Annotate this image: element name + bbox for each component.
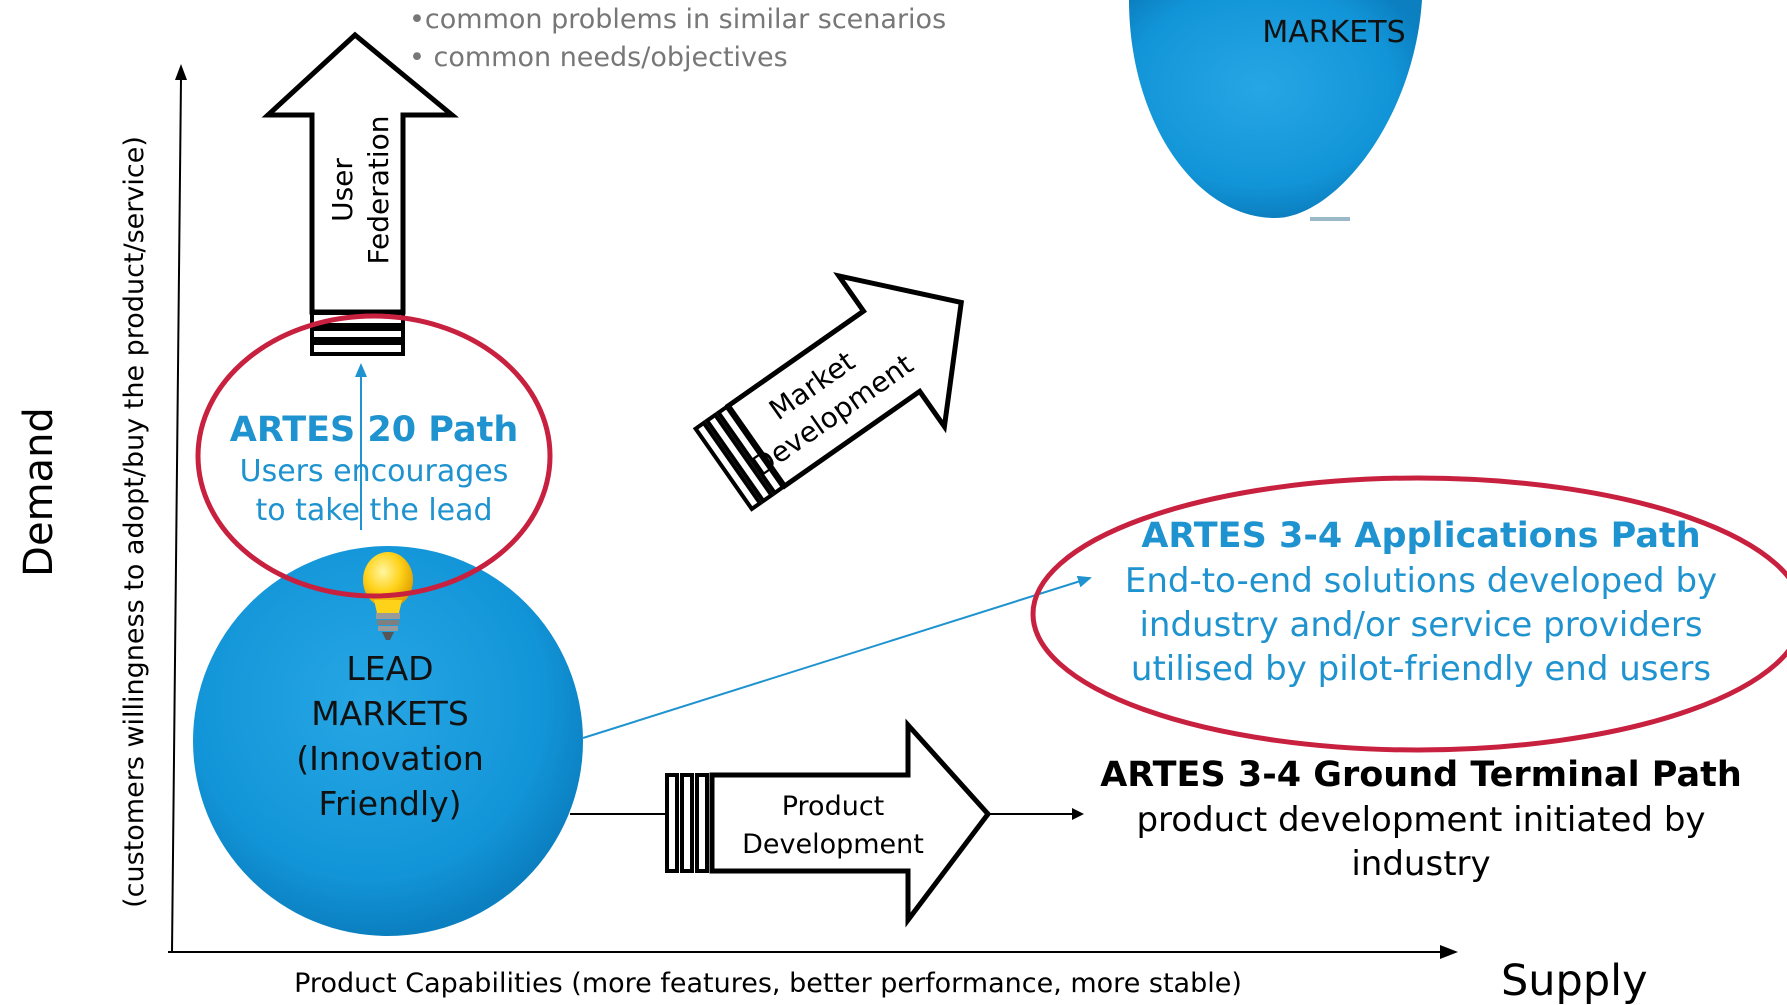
lead-markets-circle: LEAD MARKETS (Innovation Friendly)	[193, 546, 583, 936]
product-development-arrow: Product Development	[665, 718, 992, 928]
applications-line-2: industry and/or service providers	[1139, 605, 1702, 645]
applications-line-1: End-to-end solutions developed by	[1125, 561, 1717, 601]
note-line-2: • common needs/objectives	[409, 42, 788, 73]
artes20-line-2: to take the lead	[255, 493, 492, 528]
y-axis-line	[171, 77, 182, 953]
x-axis-subtitle: Product Capabilities (more features, bet…	[294, 968, 1242, 999]
artes20-line-1: Users encourages	[240, 454, 509, 489]
ground-terminal-title: ARTES 3-4 Ground Terminal Path	[1100, 755, 1742, 795]
artes20-title: ARTES 20 Path	[230, 410, 519, 450]
artes20-highlight-ellipse	[195, 313, 553, 599]
applications-line-3: utilised by pilot-friendly end users	[1131, 649, 1711, 689]
applications-highlight-ellipse	[1030, 475, 1787, 753]
y-axis-subtitle: (customers willingness to adopt/buy the …	[119, 136, 150, 908]
note-line-1: •common problems in similar scenarios	[409, 4, 946, 35]
user-federation-arrow: User Federation	[261, 31, 459, 356]
mature-markets-circle: MARKETS	[1129, 0, 1422, 221]
y-axis-arrowhead	[175, 64, 187, 80]
x-axis-title: Supply	[1501, 956, 1648, 1005]
applications-title: ARTES 3-4 Applications Path	[1141, 516, 1700, 556]
axes	[168, 64, 1458, 959]
ground-terminal-line-1: product development initiated by	[1136, 800, 1705, 840]
lead-markets-label-3: (Innovation	[296, 739, 484, 778]
lead-markets-label-2: MARKETS	[311, 694, 469, 733]
lead-markets-label-4: Friendly)	[318, 784, 461, 823]
product-development-label-1: Product	[782, 791, 885, 822]
mature-markets-label: MARKETS	[1262, 15, 1405, 50]
lead-markets-label-1: LEAD	[346, 649, 433, 688]
y-axis-title: Demand	[16, 407, 62, 577]
applications-path-connector	[582, 575, 1092, 739]
x-axis-arrowhead	[1440, 945, 1458, 959]
market-development-arrow: Market Development	[692, 272, 965, 512]
user-federation-label-2: Federation	[362, 115, 395, 264]
product-development-label-2: Development	[742, 829, 924, 860]
ground-terminal-line-2: industry	[1351, 844, 1490, 884]
user-federation-label-1: User	[326, 158, 359, 222]
